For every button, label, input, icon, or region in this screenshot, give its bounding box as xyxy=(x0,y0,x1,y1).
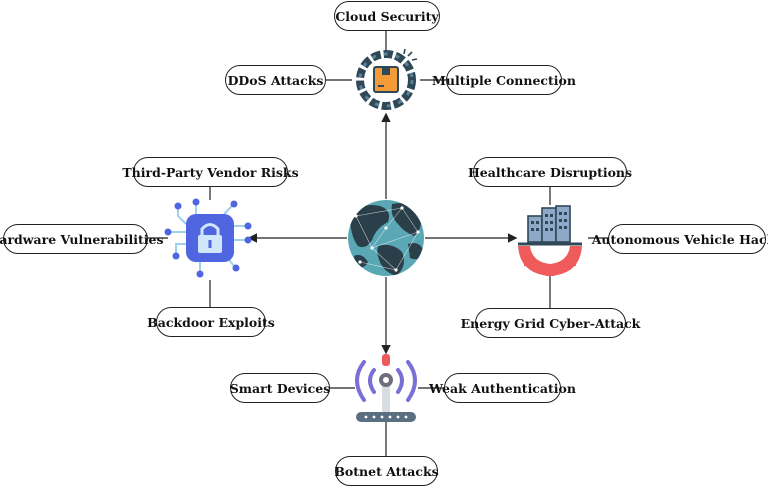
wifi-router-icon xyxy=(355,354,417,422)
connector-lines xyxy=(148,31,608,456)
node-smart-devices: Smart Devices xyxy=(230,373,330,403)
chain-package-icon xyxy=(356,48,418,110)
node-ddos-attacks: DDoS Attacks xyxy=(225,65,326,95)
node-multiple-connection: Multiple Connection xyxy=(432,65,576,95)
node-autonomous-vehicle-hacks: Autonomous Vehicle Hacks xyxy=(592,224,768,254)
circuit-lock-icon xyxy=(164,198,252,278)
node-third-party-vendor-risks: Third-Party Vendor Risks xyxy=(122,157,299,187)
node-healthcare-disruptions: Healthcare Disruptions xyxy=(468,157,632,187)
city-gear-icon xyxy=(518,205,582,276)
globe-icon xyxy=(348,200,424,276)
node-botnet-attacks: Botnet Attacks xyxy=(334,456,439,486)
node-weak-authentication: Weak Authentication xyxy=(429,373,576,403)
node-cloud-security: Cloud Security xyxy=(334,1,440,31)
node-energy-grid-cyber-attack: Energy Grid Cyber-Attack xyxy=(461,308,640,338)
node-backdoor-exploits: Backdoor Exploits xyxy=(147,307,275,337)
node-hardware-vulnerabilities: Hardware Vulnerabilities xyxy=(0,224,163,254)
